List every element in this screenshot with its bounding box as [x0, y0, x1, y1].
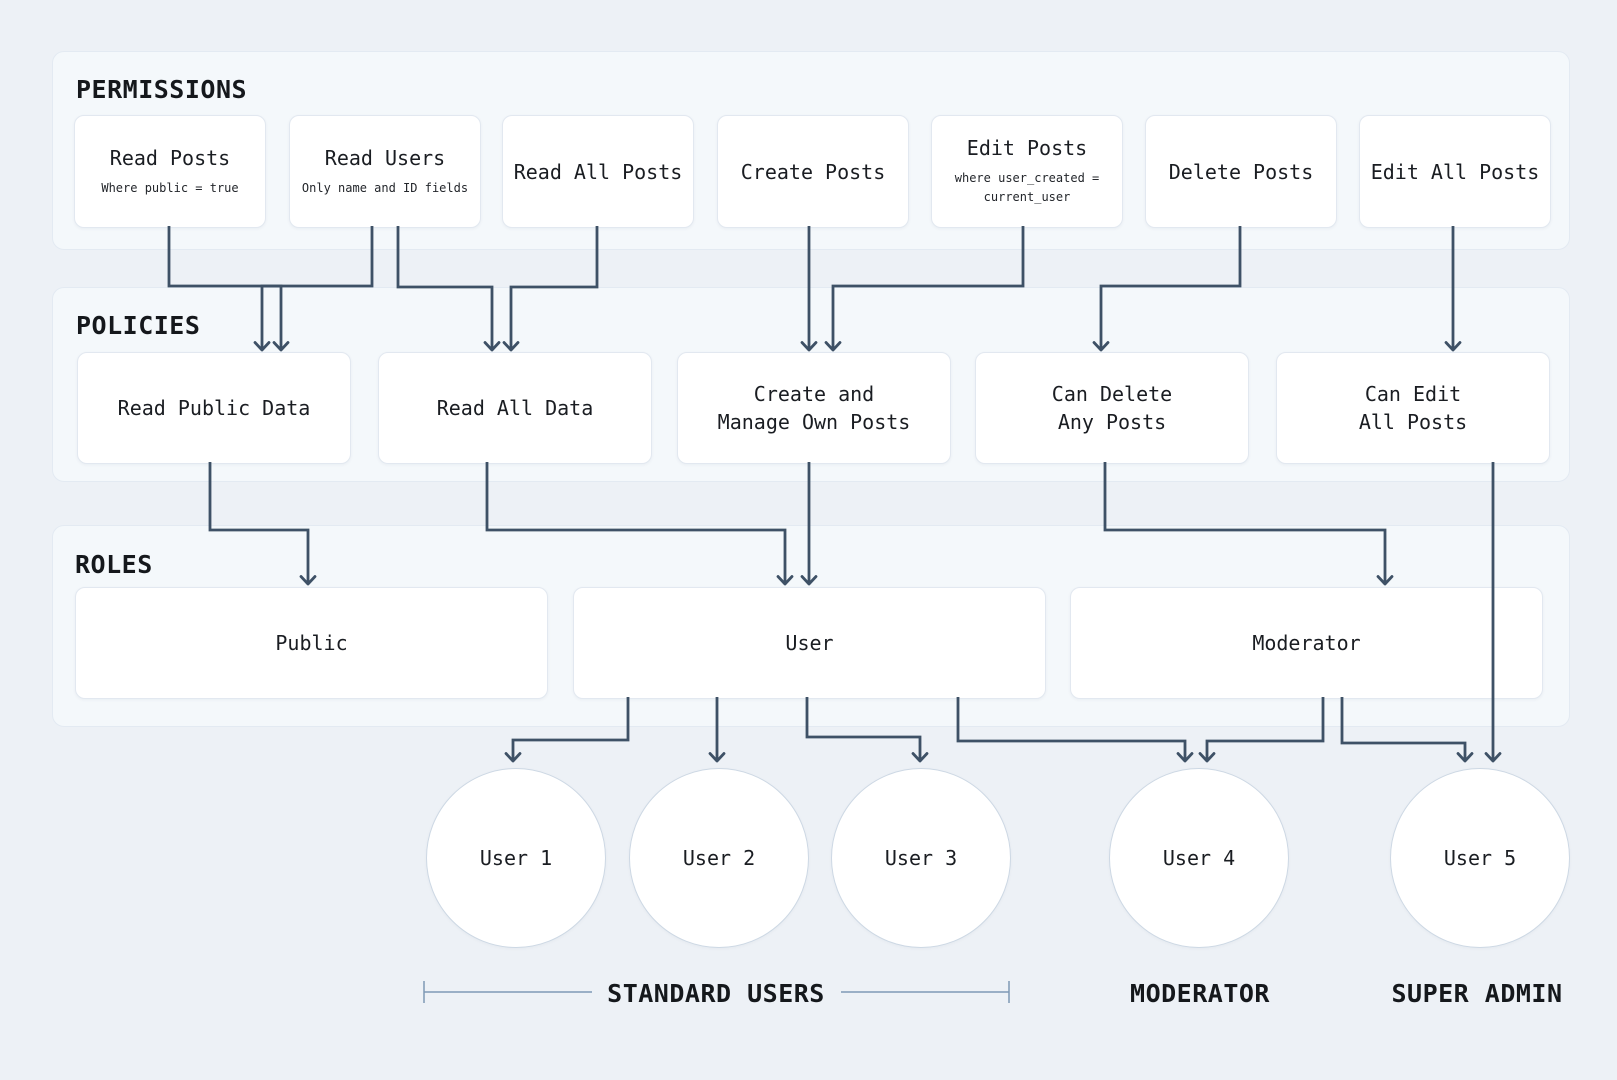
node-edit-all-posts: Edit All Posts: [1359, 115, 1551, 228]
node-label: Create and: [753, 382, 875, 406]
node-sublabel: where user_created = current_user: [954, 171, 1100, 204]
node-label: Read Users: [324, 145, 446, 170]
node-user-4: User 4: [1109, 768, 1289, 948]
node-label: User 1: [479, 846, 553, 870]
group-label-super-admin: SUPER ADMIN: [1391, 979, 1563, 1008]
node-label: Read Posts: [109, 145, 231, 170]
node-user-3: User 3: [831, 768, 1011, 948]
node-label: User 3: [884, 846, 958, 870]
node-role-moderator: Moderator: [1070, 587, 1543, 699]
node-role-public: Public: [75, 587, 548, 699]
node-label: Can Delete: [1051, 382, 1173, 406]
node-label-line2: All Posts: [1358, 410, 1468, 434]
node-label: Delete Posts: [1168, 159, 1314, 184]
node-read-public-data: Read Public Data: [77, 352, 351, 464]
policies-title: POLICIES: [76, 311, 201, 340]
node-label: User 5: [1443, 846, 1517, 870]
node-label-line2: Manage Own Posts: [717, 410, 911, 434]
node-label: Read All Data: [436, 396, 594, 420]
node-label: Public: [275, 631, 348, 655]
node-user-5: User 5: [1390, 768, 1570, 948]
node-user-1: User 1: [426, 768, 606, 948]
node-label: User 2: [682, 846, 756, 870]
permissions-title: PERMISSIONS: [76, 75, 248, 104]
node-label: Edit All Posts: [1370, 159, 1540, 184]
roles-title: ROLES: [75, 550, 153, 579]
node-label: Can Edit: [1364, 382, 1462, 406]
node-label: Edit Posts: [966, 136, 1088, 161]
node-create-posts: Create Posts: [717, 115, 909, 228]
node-label: Read All Posts: [513, 159, 683, 184]
group-label-moderator: MODERATOR: [1130, 979, 1270, 1008]
node-sublabel: Where public = true: [101, 180, 239, 195]
node-label: User: [785, 631, 834, 655]
node-label: Read Public Data: [117, 396, 311, 420]
node-edit-posts: Edit Posts where user_created = current_…: [931, 115, 1123, 228]
node-label: Create Posts: [740, 159, 886, 184]
node-can-edit-all-posts: Can Edit All Posts: [1276, 352, 1550, 464]
node-label-line2: Any Posts: [1057, 410, 1167, 434]
node-read-posts: Read Posts Where public = true: [74, 115, 266, 228]
node-can-delete-any-posts: Can Delete Any Posts: [975, 352, 1249, 464]
node-read-users: Read Users Only name and ID fields: [289, 115, 481, 228]
node-user-2: User 2: [629, 768, 809, 948]
node-create-manage-own-posts: Create and Manage Own Posts: [677, 352, 951, 464]
node-sublabel: Only name and ID fields: [301, 180, 469, 195]
node-read-all-data: Read All Data: [378, 352, 652, 464]
node-delete-posts: Delete Posts: [1145, 115, 1337, 228]
node-label: User 4: [1162, 846, 1236, 870]
node-role-user: User: [573, 587, 1046, 699]
node-read-all-posts: Read All Posts: [502, 115, 694, 228]
node-label: Moderator: [1252, 631, 1361, 655]
group-label-standard-users: STANDARD USERS: [607, 979, 825, 1008]
